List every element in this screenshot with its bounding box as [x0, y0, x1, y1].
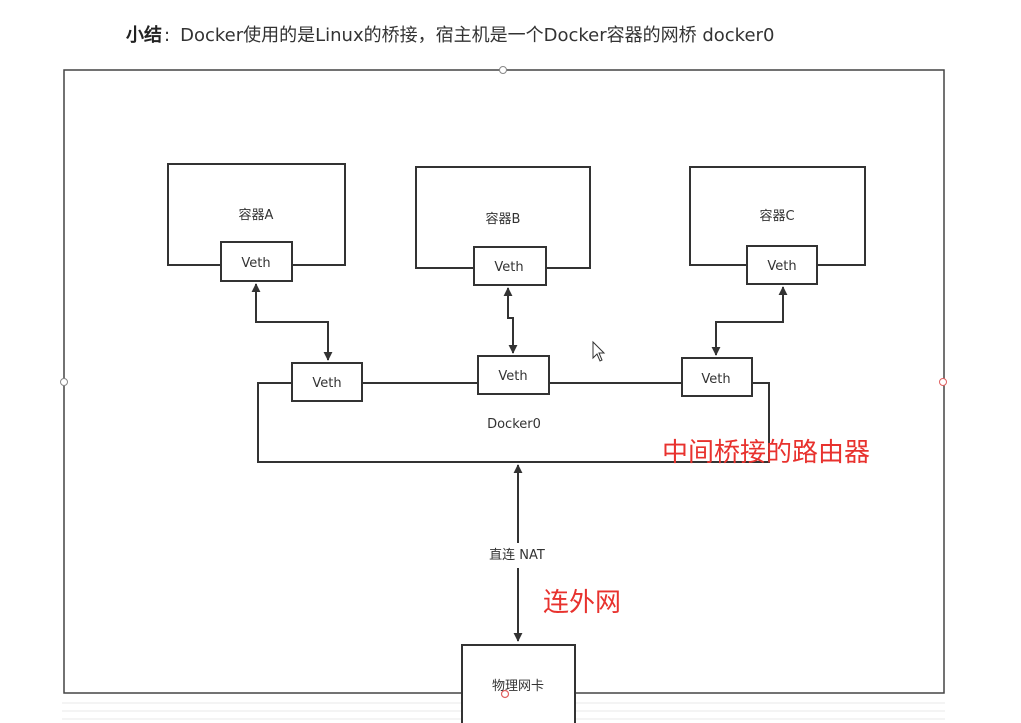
veth-bridge-left-label: Veth	[312, 376, 341, 391]
arrow-veth-b	[503, 287, 518, 354]
veth-container-c-label: Veth	[767, 259, 796, 274]
container-a-label: 容器A	[239, 207, 274, 223]
veth-bridge-middle: Veth	[477, 355, 550, 395]
summary-text: Docker使用的是Linux的桥接，宿主机是一个Docker容器的网桥 doc…	[180, 25, 775, 46]
resize-handle-top[interactable]	[499, 66, 507, 74]
mouse-cursor-icon	[592, 340, 606, 362]
summary-line: 小结: Docker使用的是Linux的桥接，宿主机是一个Docker容器的网桥 …	[126, 22, 774, 50]
docker0-bridge-outline	[257, 382, 770, 463]
physical-nic-label: 物理网卡	[492, 679, 544, 694]
container-c-label: 容器C	[759, 208, 794, 224]
arrow-veth-c	[711, 286, 788, 356]
router-annotation: 中间桥接的路由器	[662, 438, 870, 468]
resize-handle-right[interactable]	[939, 378, 947, 386]
veth-container-a-label: Veth	[241, 256, 270, 271]
nic-anchor-point	[500, 689, 510, 699]
veth-container-a: Veth	[220, 241, 293, 282]
veth-container-b: Veth	[473, 246, 547, 286]
physical-nic: 物理网卡	[461, 644, 576, 723]
veth-bridge-right-label: Veth	[701, 372, 730, 387]
container-b-label: 容器B	[486, 211, 521, 227]
veth-container-c: Veth	[746, 245, 818, 285]
nat-link-label: 直连 NAT	[489, 547, 545, 563]
summary-label: 小结	[126, 25, 162, 46]
docker0-label: Docker0	[487, 417, 541, 432]
veth-container-b-label: Veth	[494, 260, 523, 275]
external-annotation: 连外网	[543, 588, 621, 618]
veth-bridge-right: Veth	[681, 357, 753, 397]
veth-bridge-left: Veth	[291, 362, 363, 402]
summary-separator: :	[164, 25, 171, 46]
resize-handle-left[interactable]	[60, 378, 68, 386]
veth-bridge-middle-label: Veth	[498, 369, 527, 384]
arrow-veth-a	[251, 283, 333, 361]
